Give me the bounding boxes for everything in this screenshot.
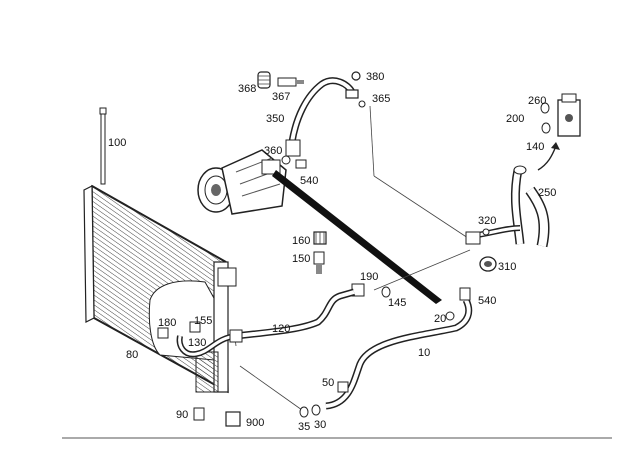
callout-35: 35 (298, 421, 310, 433)
callout-80: 80 (126, 349, 138, 361)
callout-540b: 540 (478, 295, 496, 307)
callout-160: 160 (292, 235, 310, 247)
part-310 (479, 256, 497, 272)
callout-145: 145 (388, 297, 406, 309)
callout-140: 140 (526, 141, 544, 153)
callout-350: 350 (266, 113, 284, 125)
callout-90: 90 (176, 409, 188, 421)
callout-320: 320 (478, 215, 496, 227)
callout-150: 150 (292, 253, 310, 265)
pressure-switch-160-150 (313, 231, 327, 274)
parts-380-365 (345, 71, 366, 108)
callout-130: 130 (188, 337, 206, 349)
callout-190: 190 (360, 271, 378, 283)
parts-180-155 (157, 321, 243, 343)
condenser-80 (83, 184, 237, 394)
callout-155: 155 (194, 315, 212, 327)
callout-250: 250 (538, 187, 556, 199)
compressor (197, 149, 287, 215)
parts-50-35-30 (299, 381, 349, 418)
expansion-valve (537, 93, 581, 171)
dryer-rod-100 (99, 107, 107, 185)
callout-120: 120 (272, 323, 290, 335)
callout-380: 380 (366, 71, 384, 83)
part-320 (465, 228, 490, 245)
callout-540a: 540 (300, 175, 318, 187)
callout-260: 260 (528, 95, 546, 107)
parts-368-367 (257, 71, 304, 89)
callout-900: 900 (246, 417, 264, 429)
callout-10: 10 (418, 347, 430, 359)
callout-367: 367 (272, 91, 290, 103)
parts-360-540 (281, 155, 307, 169)
parts-90-900 (193, 407, 241, 427)
evaporator-lines-250 (469, 165, 550, 248)
callout-100: 100 (108, 137, 126, 149)
callout-30: 30 (314, 419, 326, 431)
parts-190-145 (351, 283, 391, 298)
callout-labels: 100 80 368 367 380 365 350 360 540 260 2… (108, 71, 556, 433)
callout-310: 310 (498, 261, 516, 273)
callout-365: 365 (372, 93, 390, 105)
parts-540-20 (445, 287, 471, 321)
callout-200: 200 (506, 113, 524, 125)
callout-20: 20 (434, 313, 446, 325)
callout-50: 50 (322, 377, 334, 389)
callout-180: 180 (158, 317, 176, 329)
callout-368: 368 (238, 83, 256, 95)
callout-360: 360 (264, 145, 282, 157)
compressor-leader (272, 170, 442, 304)
